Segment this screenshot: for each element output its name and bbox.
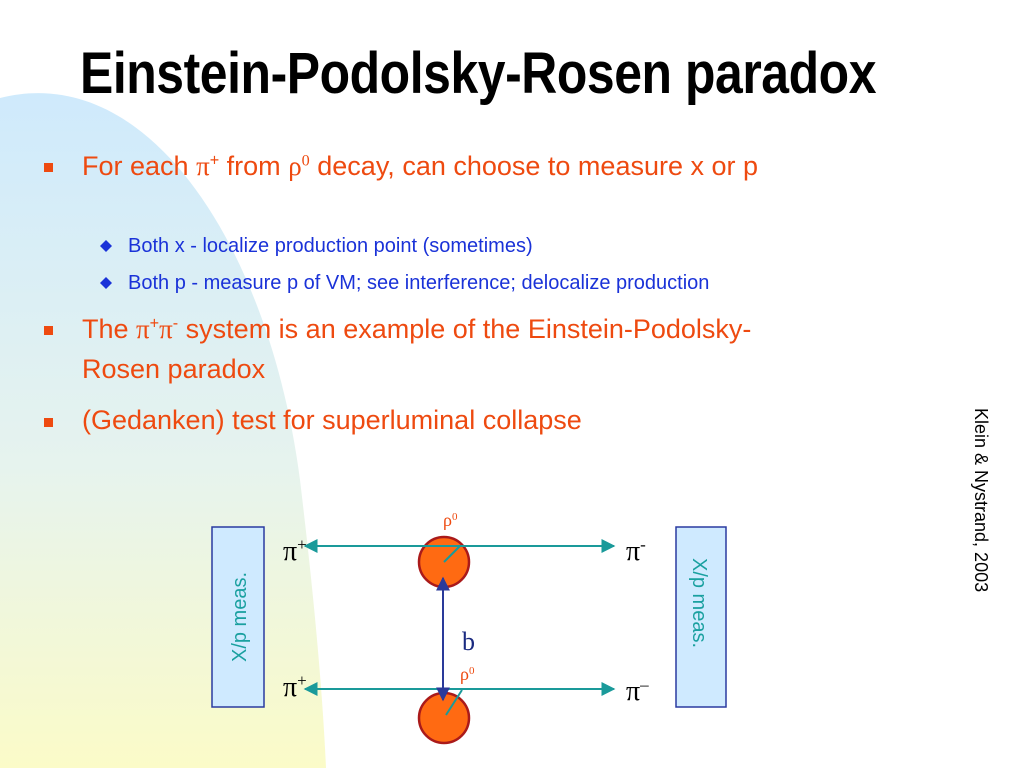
right-box-label: X/p meas. xyxy=(688,558,710,648)
diamond-bullet-icon xyxy=(100,277,112,289)
pi-bottom-right-label: π– xyxy=(626,675,649,707)
pi-superscript: + xyxy=(149,314,160,333)
pi-bottom-left-label: π+ xyxy=(283,671,307,703)
pi-symbol: π xyxy=(159,314,173,344)
bullet-1-text-b: from xyxy=(219,151,289,181)
bullet-2-text-a: The xyxy=(82,314,137,344)
pi-symbol: π xyxy=(196,151,210,181)
right-measurement-box xyxy=(675,526,727,708)
slide-title: Einstein-Podolsky-Rosen paradox xyxy=(80,41,877,106)
bullet-1-text-a: For each xyxy=(82,151,197,181)
bottom-rho-circle xyxy=(417,691,471,745)
sub-bullet-2: Both p - measure p of VM; see interferen… xyxy=(128,272,710,294)
bullet-2-text-b: system is an example of the Einstein-Pod… xyxy=(82,314,752,384)
bottom-decay-line xyxy=(445,689,463,716)
diamond-bullet-icon xyxy=(100,240,112,252)
bullet-1-text-c: decay, can choose to measure x or p xyxy=(309,151,759,181)
bullet-square-icon xyxy=(44,163,53,172)
rho-superscript: 0 xyxy=(301,151,310,170)
pi-top-right-label: π- xyxy=(626,535,646,567)
top-decay-line xyxy=(443,545,461,563)
pi-superscript: + xyxy=(209,151,220,170)
pi-top-left-label: π+ xyxy=(283,535,307,567)
left-measurement-box xyxy=(211,526,265,708)
rho-symbol: ρ xyxy=(288,151,302,181)
bullet-2: The π+π- system is an example of the Ein… xyxy=(82,309,802,389)
b-label: b xyxy=(462,627,475,656)
bullet-3: (Gedanken) test for superluminal collaps… xyxy=(82,405,582,435)
bullet-square-icon xyxy=(44,418,53,427)
top-rho-label: ρ0 xyxy=(443,510,458,530)
bullet-square-icon xyxy=(44,326,53,335)
pi-superscript: - xyxy=(172,314,179,333)
sub-bullet-1: Both x - localize production point (some… xyxy=(128,235,533,257)
left-box-label: X/p meas. xyxy=(229,572,251,662)
bottom-rho-label: ρ0 xyxy=(460,664,475,684)
bullet-1: For each π+ from ρ0 decay, can choose to… xyxy=(82,146,892,186)
pi-symbol: π xyxy=(136,314,150,344)
